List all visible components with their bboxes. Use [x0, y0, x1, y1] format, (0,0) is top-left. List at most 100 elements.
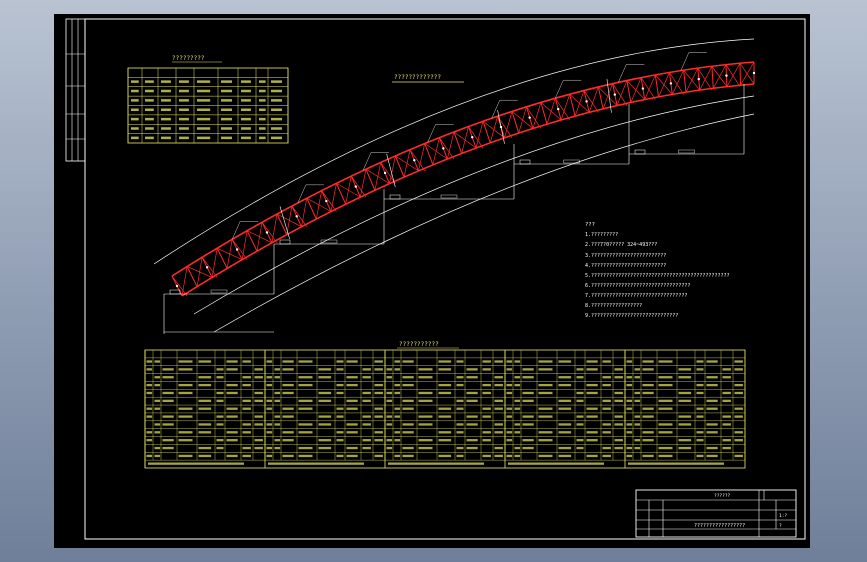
truss-diagonal — [261, 222, 278, 243]
truss-vertical — [654, 74, 660, 97]
truss-diagonal — [461, 126, 469, 154]
drawing-border — [84, 18, 806, 540]
truss-vertical — [511, 111, 520, 134]
truss-vertical — [394, 155, 405, 178]
truss-vertical — [186, 266, 198, 287]
note-line: 6.????????????????????????????????? — [585, 283, 690, 289]
truss-diagonal — [201, 257, 218, 278]
truss-diagonal — [241, 230, 248, 260]
elevation-title: ????????????? — [394, 74, 441, 81]
material-list-table[interactable] — [144, 349, 746, 469]
notes-title: ??? — [585, 222, 595, 228]
truss-vertical — [276, 213, 288, 235]
left-revision-strip — [65, 18, 86, 162]
truss-vertical — [626, 80, 632, 103]
truss-diagonal — [291, 205, 308, 227]
node-marker — [697, 77, 700, 81]
node-marker — [442, 147, 445, 150]
truss-diagonal — [518, 106, 527, 134]
truss-diagonal — [321, 190, 337, 212]
node-marker — [413, 159, 416, 162]
truss-diagonal — [616, 80, 628, 106]
notes-block: ??? 1.????????? 2.???7?0????? 324~493???… — [585, 222, 730, 319]
truss-diagonal — [555, 98, 570, 121]
truss-vertical — [453, 131, 463, 154]
truss-diagonal — [345, 176, 352, 205]
truss-diagonal — [574, 90, 585, 117]
truss-diagonal — [504, 111, 513, 138]
truss-vertical — [482, 121, 491, 143]
dimension-lines — [153, 38, 755, 334]
truss-diagonal — [181, 266, 188, 297]
truss-diagonal — [740, 61, 755, 86]
truss-diagonal — [389, 155, 396, 184]
truss-vertical — [597, 86, 604, 109]
node-marker — [613, 93, 617, 96]
title-block-sheet: ? — [779, 523, 782, 529]
truss-diagonal — [602, 83, 613, 109]
truss-diagonal — [685, 67, 699, 93]
truss-diagonal — [671, 70, 684, 95]
truss-diagonal — [644, 74, 656, 100]
truss-vertical — [569, 94, 576, 117]
bottom-chord — [181, 83, 755, 297]
note-line: 9.????????????????????????????? — [585, 313, 678, 319]
truss-diagonal — [231, 239, 248, 260]
node-marker — [383, 171, 387, 175]
truss-diagonal — [489, 116, 498, 143]
truss-diagonal — [612, 83, 628, 106]
truss-vertical — [424, 143, 434, 166]
title-block-drawing-name: ????????????????? — [694, 523, 745, 529]
truss-diagonal — [196, 257, 203, 287]
node-marker — [556, 107, 560, 111]
truss-diagonal — [409, 149, 426, 172]
truss-diagonal — [468, 126, 484, 149]
big-table-title: ??????????? — [399, 341, 439, 348]
note-line: 2.???7?0????? 324~493??? — [585, 242, 657, 248]
note-line: 5.??????????????????????????????????????… — [585, 273, 730, 279]
truss-diagonal — [286, 205, 293, 235]
title-block[interactable]: ?????? ????????????????? 1:? ? — [635, 489, 797, 538]
note-line: 3.????????????????????????? — [585, 253, 666, 259]
truss-diagonal — [439, 137, 455, 160]
note-line: 1.????????? — [585, 232, 618, 238]
member-summary-table[interactable] — [127, 67, 289, 144]
truss-diagonal — [350, 175, 367, 198]
truss-diagonal — [403, 149, 411, 178]
truss-diagonal — [588, 86, 599, 113]
truss-vertical — [540, 102, 548, 125]
truss-diagonal — [526, 106, 542, 129]
truss-diagonal — [446, 131, 455, 160]
title-block-scale: 1:? — [779, 513, 787, 519]
truss-vertical — [365, 168, 376, 191]
truss-diagonal — [583, 90, 599, 113]
cad-canvas[interactable]: ????????? ????????????? ??? 1.????????? … — [54, 14, 810, 548]
node-marker — [528, 116, 531, 119]
truss-diagonal — [330, 183, 337, 212]
truss-diagonal — [418, 143, 426, 171]
note-line: 8.????????????????? — [585, 303, 642, 309]
truss-vertical — [683, 70, 687, 93]
truss-diagonal — [475, 121, 484, 149]
node-marker — [752, 71, 756, 75]
node-marker — [641, 87, 645, 90]
truss-diagonal — [315, 190, 322, 220]
node-marker — [725, 74, 728, 77]
small-table-title: ????????? — [172, 55, 205, 62]
truss-diagonal — [630, 77, 642, 103]
truss-diagonal — [560, 94, 571, 121]
truss-diagonal — [380, 162, 396, 184]
node-marker — [295, 215, 298, 218]
node-marker — [235, 248, 239, 251]
title-block-project: ?????? — [714, 493, 731, 499]
truss-vertical — [711, 66, 714, 89]
truss-diagonal — [699, 66, 713, 91]
note-line: 7.???????????????????????????????? — [585, 293, 687, 299]
arched-truss-elevation[interactable] — [171, 61, 756, 297]
truss-diagonal — [640, 77, 656, 100]
cad-drawing-sheet[interactable]: ????????? ????????????? ??? 1.????????? … — [54, 14, 810, 548]
truss-diagonal — [256, 222, 263, 252]
node-marker — [669, 82, 673, 85]
node-marker — [205, 266, 209, 269]
node-marker — [354, 185, 357, 188]
